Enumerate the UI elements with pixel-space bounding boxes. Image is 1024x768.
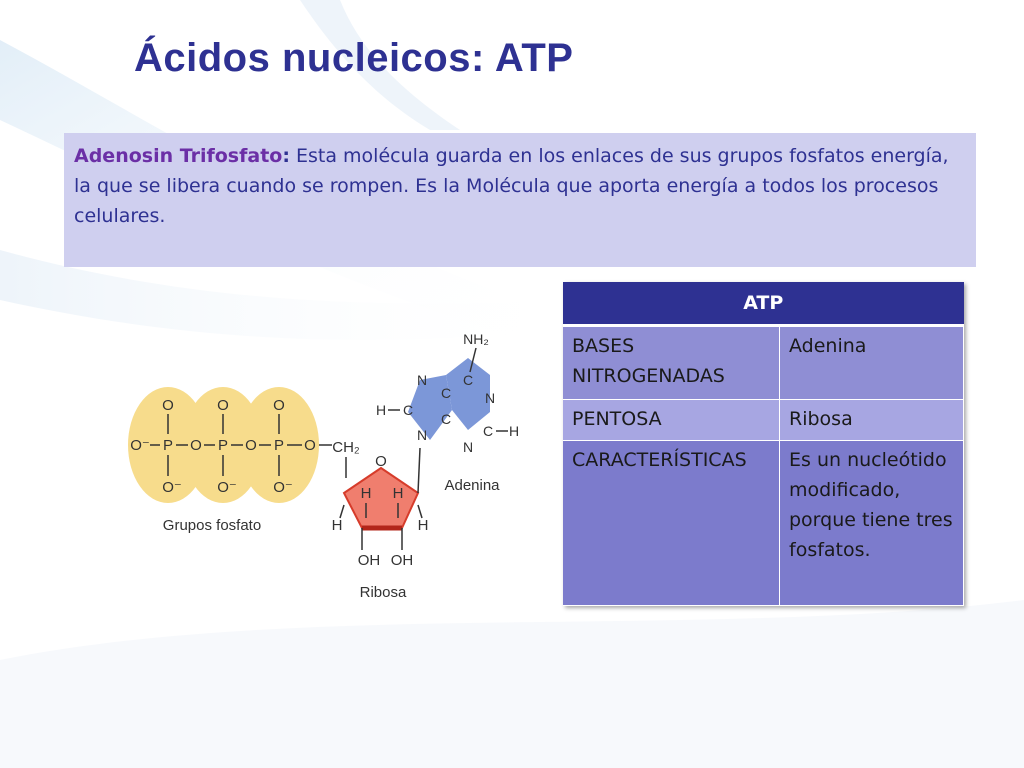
phosphate-o-link-2: O bbox=[245, 437, 257, 454]
phosphate-o-top-3: O bbox=[273, 397, 285, 414]
definition-term: Adenosin Trifosfato bbox=[74, 145, 283, 167]
adenine-nh2: NH₂ bbox=[463, 331, 489, 347]
ribose-h-1: H bbox=[361, 485, 372, 502]
definition-body: Esta molécula guarda en los enlaces de s… bbox=[74, 145, 949, 227]
label-adenina: Adenina bbox=[444, 477, 500, 494]
adenine-h8: H bbox=[376, 402, 386, 418]
ribose-h-2: H bbox=[393, 485, 404, 502]
row-value-pentosa: Ribosa bbox=[779, 399, 964, 441]
atp-structure-diagram: O O O O⁻ P O P O P O O⁻ O⁻ O⁻ Grupos fos… bbox=[128, 331, 519, 601]
phosphate-o-top-2: O bbox=[217, 397, 229, 414]
phosphate-ominus-bottom-1: O⁻ bbox=[162, 479, 182, 496]
phosphate-p-3: P bbox=[274, 437, 284, 454]
phosphate-ominus-bottom-2: O⁻ bbox=[217, 479, 237, 496]
label-grupos-fosfato: Grupos fosfato bbox=[163, 517, 261, 534]
adenine-h2: H bbox=[509, 423, 519, 439]
ribose-oh-1: OH bbox=[358, 552, 381, 569]
atp-summary-table: ATP BASES NITROGENADAS Adenina PENTOSA R… bbox=[563, 282, 964, 606]
phosphate-ominus: O⁻ bbox=[130, 437, 150, 454]
ribose-ring-o: O bbox=[375, 453, 387, 470]
row-value-bases: Adenina bbox=[779, 325, 964, 400]
row-label-caracteristicas: CARACTERÍSTICAS bbox=[563, 440, 780, 606]
definition-colon: : bbox=[282, 145, 290, 167]
phosphate-o-link-3: O bbox=[304, 437, 316, 454]
phosphate-p-2: P bbox=[218, 437, 228, 454]
phosphate-ominus-bottom-3: O⁻ bbox=[273, 479, 293, 496]
table-header-row: ATP bbox=[563, 282, 964, 327]
row-label-bases: BASES NITROGENADAS bbox=[563, 325, 780, 400]
ribose-h-4: H bbox=[418, 517, 429, 534]
phosphate-o-link-1: O bbox=[190, 437, 202, 454]
adenine-c4: C bbox=[441, 411, 451, 427]
label-ribosa: Ribosa bbox=[360, 584, 407, 601]
row-value-caracteristicas: Es un nucleótido modificado, porque tien… bbox=[779, 440, 964, 606]
table-row: BASES NITROGENADAS Adenina bbox=[563, 325, 964, 400]
phosphate-p-1: P bbox=[163, 437, 173, 454]
ribose-illustration: CH₂ O H H H H OH OH Ribosa bbox=[332, 439, 429, 601]
adenine-n3: N bbox=[463, 439, 473, 455]
slide-title: Ácidos nucleicos: ATP bbox=[134, 36, 574, 80]
ch2-label: CH₂ bbox=[332, 439, 360, 456]
adenine-c6: C bbox=[463, 372, 473, 388]
definition-box: Adenosin Trifosfato: Esta molécula guard… bbox=[64, 133, 976, 267]
adenine-n9: N bbox=[417, 427, 427, 443]
adenine-c2: C bbox=[483, 423, 493, 439]
adenine-n1: N bbox=[485, 390, 495, 406]
ribose-h-3: H bbox=[332, 517, 343, 534]
ribose-oh-2: OH bbox=[391, 552, 414, 569]
adenine-n7: N bbox=[417, 372, 427, 388]
row-label-pentosa: PENTOSA bbox=[563, 399, 780, 441]
phosphate-groups-illustration: O O O O⁻ P O P O P O O⁻ O⁻ O⁻ Grupos fos… bbox=[128, 387, 332, 534]
table-row: CARACTERÍSTICAS Es un nucleótido modific… bbox=[563, 440, 964, 606]
adenine-c5: C bbox=[441, 385, 451, 401]
adenine-c8: C bbox=[403, 402, 413, 418]
phosphate-o-top-1: O bbox=[162, 397, 174, 414]
table-header: ATP bbox=[563, 282, 964, 327]
adenine-illustration: NH₂ C N C N H C C C H N N Adenina bbox=[376, 331, 519, 494]
table-row: PENTOSA Ribosa bbox=[563, 399, 964, 441]
